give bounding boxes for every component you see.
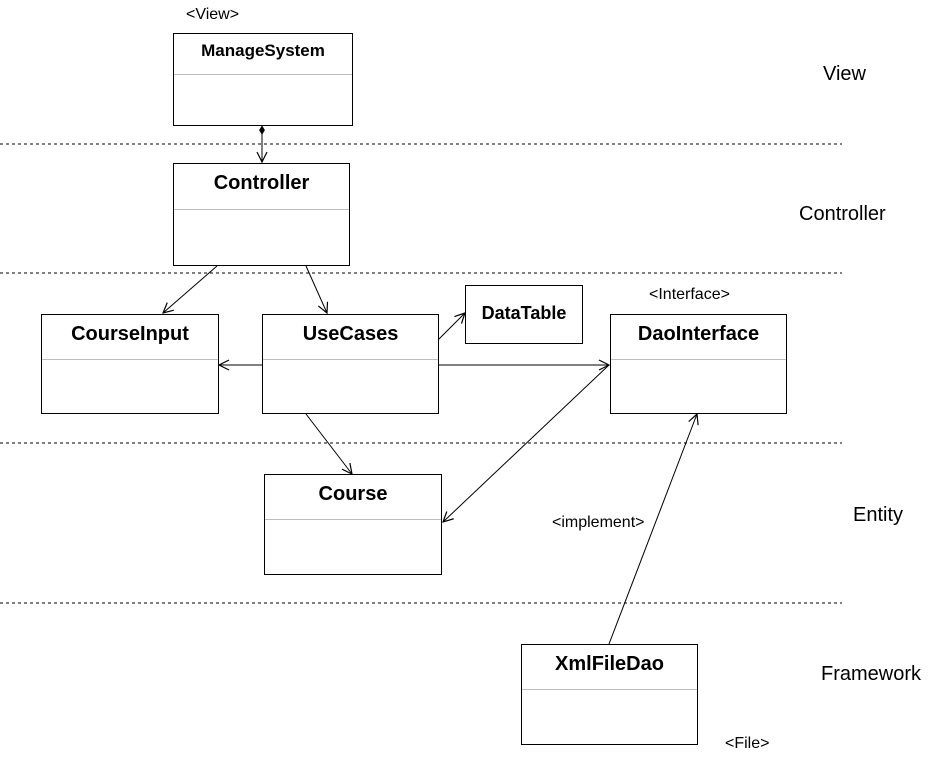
class-daointerface: DaoInterface [610,314,787,414]
class-name-controller: Controller [174,164,349,210]
connector-controller-courseinput [163,265,218,313]
class-name-course: Course [265,475,441,520]
class-name-usecases: UseCases [263,315,438,360]
class-name-xmlfiledao: XmlFileDao [522,645,697,690]
stereotype-interface: <Interface> [649,286,730,303]
class-name-courseinput: CourseInput [42,315,218,360]
class-datatable: DataTable [465,285,583,344]
class-usecases: UseCases [262,314,439,414]
connector-controller-usecases [305,265,327,313]
relation-label-implement: <implement> [552,514,645,531]
layer-label-view: View [823,63,866,85]
class-courseinput: CourseInput [41,314,219,414]
class-name-datatable: DataTable [481,303,567,323]
layer-label-controller: Controller [799,203,886,225]
connector-usecases-datatable [437,313,465,341]
class-xmlfiledao: XmlFileDao [521,644,698,745]
class-controller: Controller [173,163,350,266]
class-name-managesystem: ManageSystem [174,34,352,75]
layer-label-entity: Entity [853,504,904,526]
layer-label-framework: Framework [821,663,922,685]
class-name-daointerface: DaoInterface [611,315,786,360]
class-course: Course [264,474,442,575]
connector-xmlfiledao-daointerface [608,414,697,645]
connector-daointerface-course [443,364,610,522]
class-managesystem: ManageSystem [173,33,353,126]
stereotype-view: <View> [186,6,240,23]
connector-usecases-course [305,413,352,474]
stereotype-file: <File> [725,735,770,752]
